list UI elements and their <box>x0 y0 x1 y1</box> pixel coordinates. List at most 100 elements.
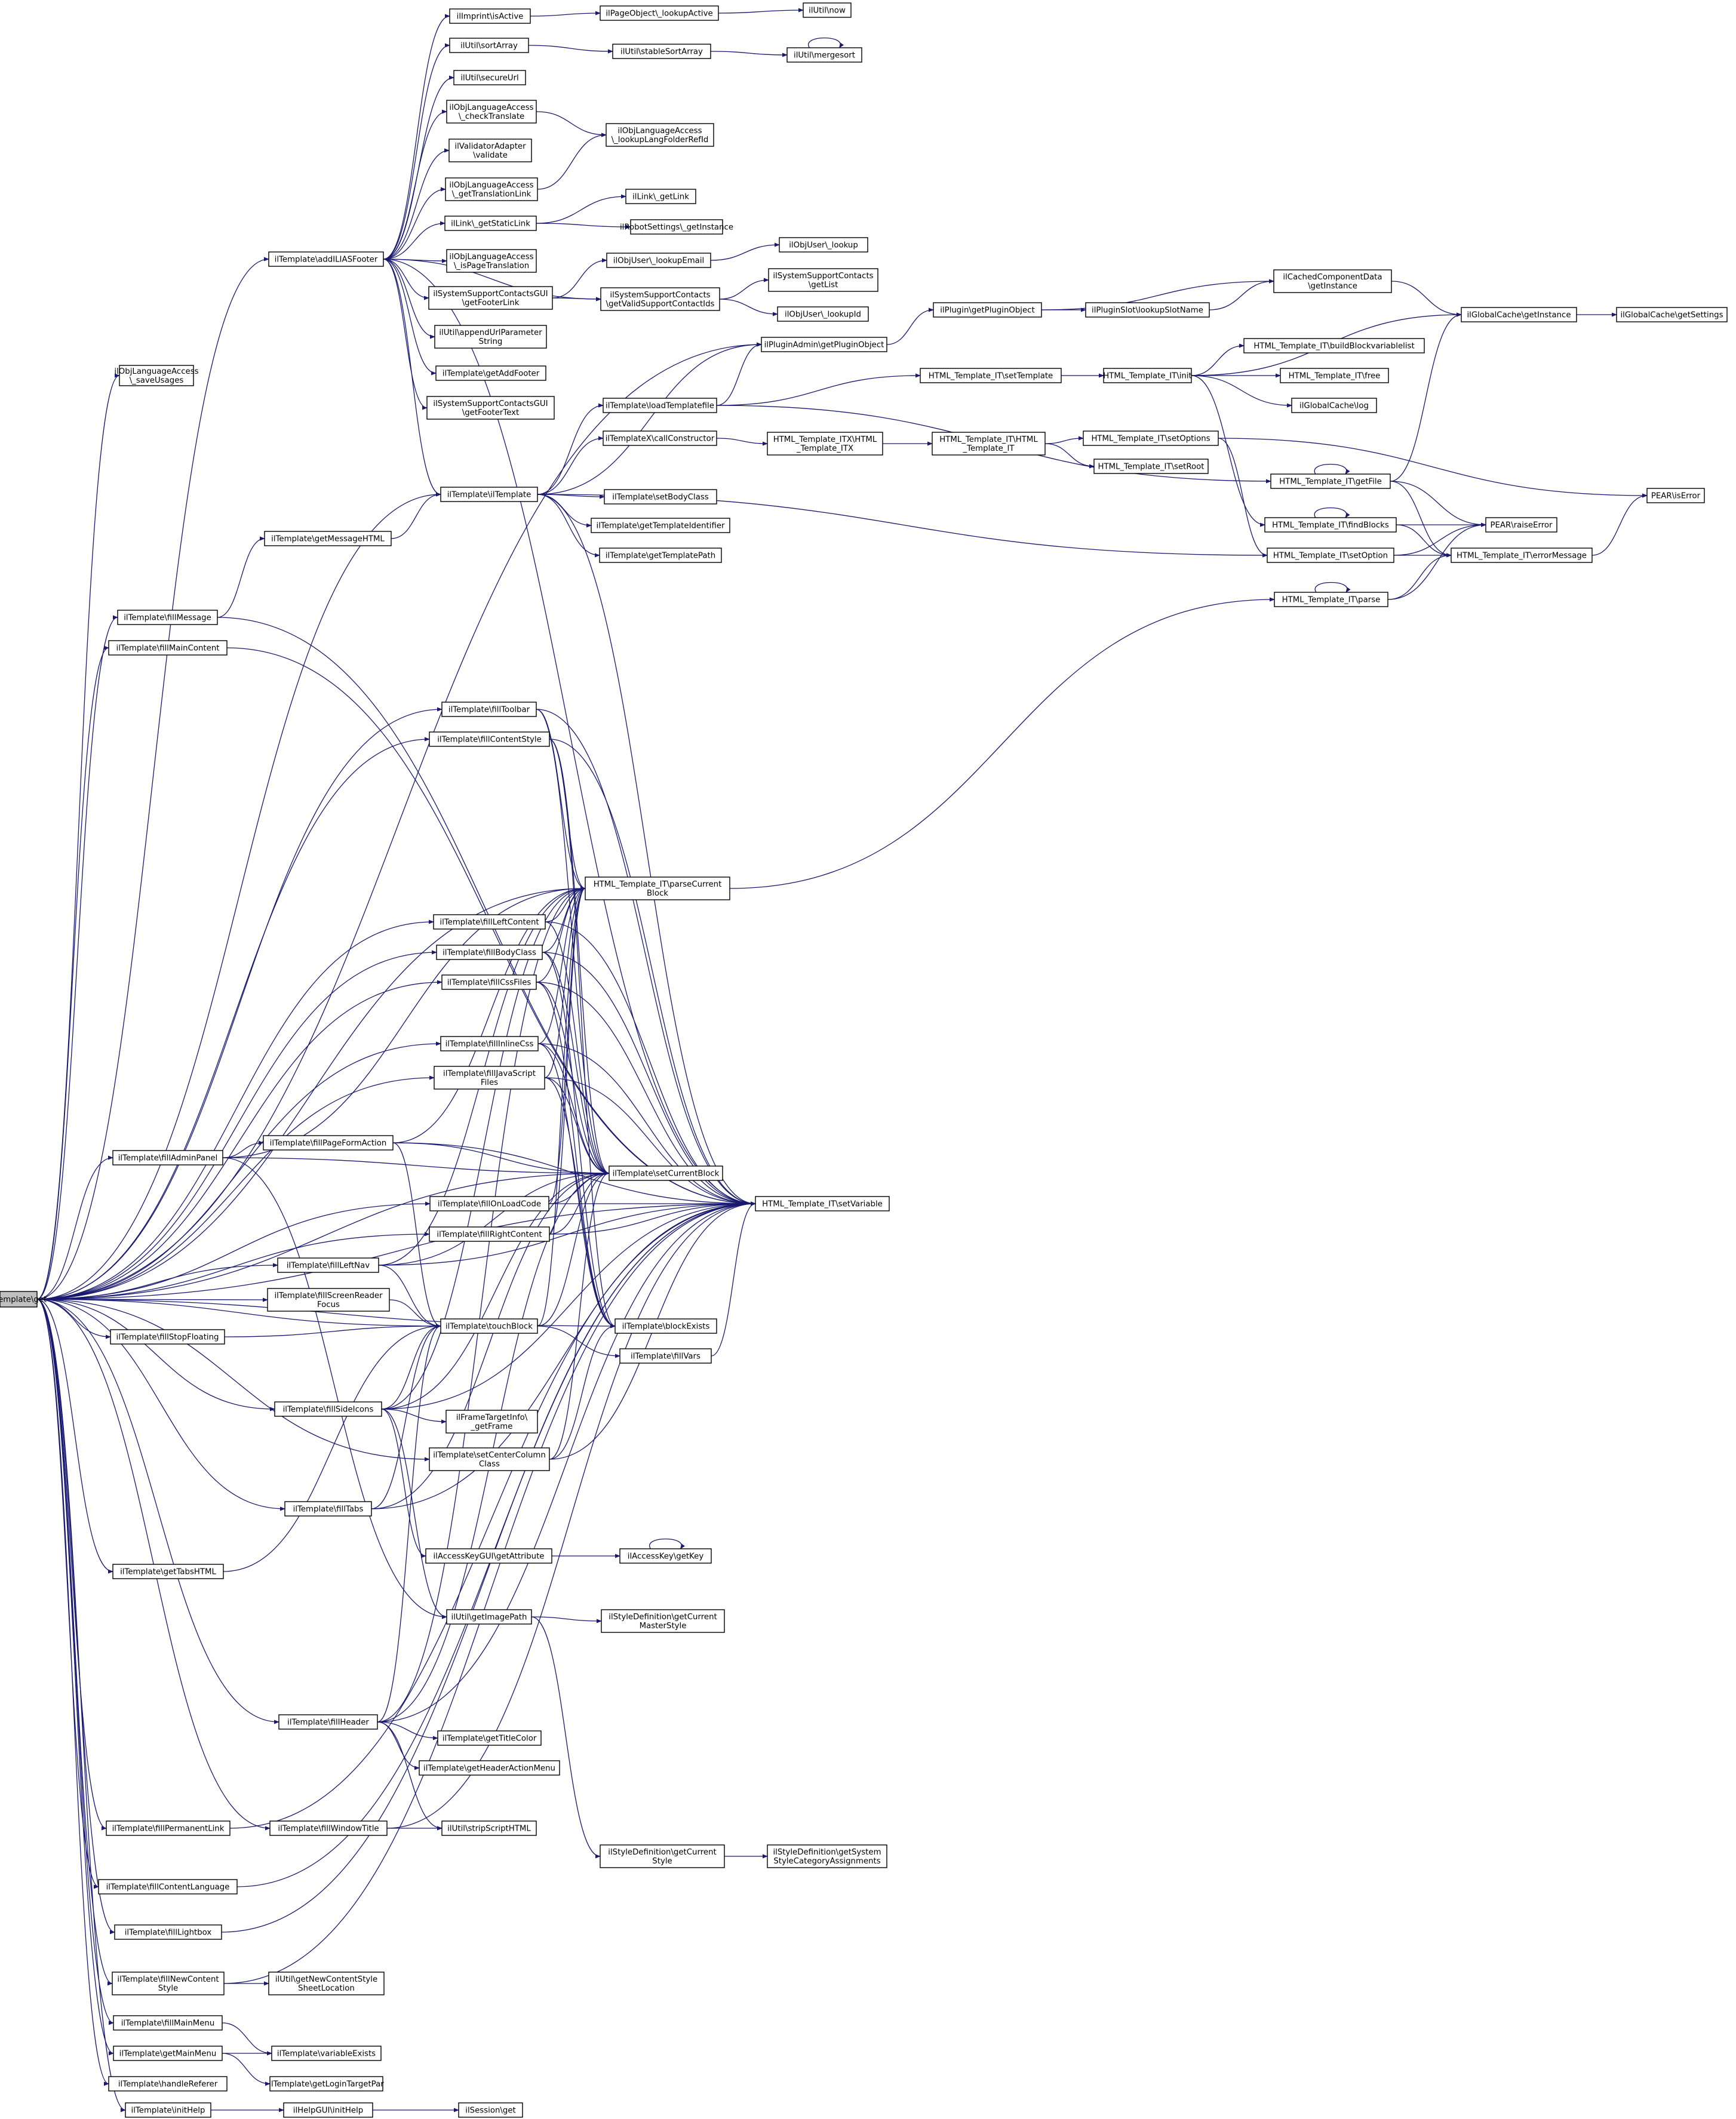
graph-node[interactable]: ilTemplate\fillStopFloating <box>110 1329 225 1345</box>
graph-node[interactable]: ilTemplate\initHelp <box>125 2102 211 2118</box>
graph-node[interactable]: ilValidatorAdapter\validate <box>448 139 532 162</box>
graph-node[interactable]: ilTemplate\blockExists <box>614 1318 717 1334</box>
graph-node[interactable]: HTML_Template_IT\free <box>1280 368 1389 383</box>
graph-node[interactable]: ilGlobalCache\getSettings <box>1616 307 1728 322</box>
graph-node[interactable]: ilPageObject\_lookupActive <box>600 5 719 21</box>
graph-node[interactable]: ilUtil\mergesort <box>786 47 862 63</box>
graph-node[interactable]: ilGlobalCache\getInstance <box>1461 307 1577 322</box>
graph-node[interactable]: ilUtil\sortArray <box>449 38 529 53</box>
graph-node[interactable]: ilTemplate\fillTabs <box>284 1501 372 1517</box>
graph-node[interactable]: HTML_Template_IT\init <box>1103 368 1192 383</box>
graph-node[interactable]: ilPluginSlot\lookupSlotName <box>1085 302 1210 318</box>
graph-node[interactable]: ilLink\_getLink <box>625 189 696 204</box>
graph-node[interactable]: ilTemplate\fillPageFormAction <box>263 1135 394 1151</box>
graph-node[interactable]: ilTemplate\getTemplatePath <box>599 548 722 563</box>
graph-node[interactable]: ilTemplate\getTemplateIdentifier <box>591 518 730 533</box>
graph-node[interactable]: ilLink\_getStaticLink <box>444 216 537 231</box>
graph-node[interactable]: HTML_Template_IT\getFile <box>1270 473 1391 489</box>
graph-node[interactable]: ilPlugin\getPluginObject <box>933 302 1042 318</box>
graph-node[interactable]: ilObjUser\_lookupId <box>777 306 869 322</box>
graph-node[interactable]: HTML_Template_IT\findBlocks <box>1264 517 1397 533</box>
graph-node[interactable]: ilHelpGUI\initHelp <box>283 2102 373 2118</box>
graph-node[interactable]: HTML_Template_IT\setTemplate <box>920 368 1062 383</box>
graph-node[interactable]: ilAccessKeyGUI\getAttribute <box>425 1548 552 1564</box>
graph-node[interactable]: ilObjLanguageAccess\_isPageTranslation <box>446 249 537 273</box>
graph-node[interactable]: ilObjLanguageAccess\_saveUsages <box>114 365 199 386</box>
graph-node[interactable]: HTML_Template_IT\buildBlockvariablelist <box>1243 338 1425 353</box>
graph-node[interactable]: ilTemplate\fillMessage <box>117 610 218 625</box>
graph-node[interactable]: HTML_Template_IT\setVariable <box>755 1196 890 1211</box>
graph-node[interactable]: ilUtil\stripScriptHTML <box>441 1820 537 1836</box>
graph-node[interactable]: HTML_Template_IT\setRoot <box>1093 459 1209 474</box>
graph-node[interactable]: ilImprint\isActive <box>449 8 531 24</box>
graph-node[interactable]: ilUtil\secureUrl <box>453 70 526 85</box>
graph-node[interactable]: PEAR\raiseError <box>1485 517 1557 533</box>
graph-node[interactable]: ilTemplate\getMainMenu <box>113 2046 223 2061</box>
graph-node[interactable]: ilTemplate\fillMainContent <box>108 640 228 656</box>
graph-node[interactable]: ilTemplate\fillOnLoadCode <box>429 1196 549 1211</box>
graph-node[interactable]: ilTemplate\fillRightContent <box>429 1226 550 1242</box>
graph-node[interactable]: ilTemplate\fillVars <box>619 1348 712 1364</box>
graph-node[interactable]: ilTemplate\getTitleColor <box>437 1730 542 1746</box>
graph-node[interactable]: ilTemplate\fillContentLanguage <box>98 1879 238 1895</box>
graph-node[interactable]: HTML_Template_IT\errorMessage <box>1451 548 1593 563</box>
graph-node[interactable]: ilTemplate\fillLightbox <box>114 1924 222 1940</box>
graph-node[interactable]: ilSystemSupportContactsGUI\getFooterLink <box>428 286 553 310</box>
graph-node[interactable]: ilTemplate\fillLeftContent <box>433 914 546 930</box>
graph-node[interactable]: ilTemplate\fillSideIcons <box>274 1401 382 1417</box>
graph-node[interactable]: ilPluginAdmin\getPluginObject <box>761 337 887 352</box>
graph-node[interactable]: ilAccessKey\getKey <box>619 1548 712 1564</box>
graph-node[interactable]: ilTemplate\setCurrentBlock <box>609 1165 723 1181</box>
graph-node[interactable]: ilTemplateX\callConstructor <box>603 430 717 446</box>
graph-node[interactable]: HTML_Template_IT\parse <box>1274 592 1388 607</box>
graph-node[interactable]: ilTemplate\get <box>0 1291 47 1308</box>
graph-node[interactable]: ilTemplate\fillContentStyle <box>429 731 550 747</box>
graph-node[interactable]: ilTemplate\fillLeftNav <box>277 1257 379 1273</box>
graph-node[interactable]: ilTemplate\getTabsHTML <box>112 1564 224 1579</box>
graph-node[interactable]: ilUtil\getImagePath <box>446 1609 532 1625</box>
graph-node[interactable]: ilTemplate\loadTemplatefile <box>603 398 717 413</box>
graph-node[interactable]: ilTemplate\ilTemplate <box>440 487 538 502</box>
graph-node[interactable]: ilTemplate\fillWindowTitle <box>269 1820 388 1836</box>
graph-node[interactable]: ilTemplate\touchBlock <box>440 1318 538 1334</box>
graph-node[interactable]: ilObjLanguageAccess\_getTranslationLink <box>445 177 538 201</box>
graph-node[interactable]: PEAR\isError <box>1646 488 1705 503</box>
graph-node[interactable]: ilTemplate\addILIASFooter <box>268 251 384 267</box>
graph-node[interactable]: ilTemplate\variableExists <box>271 2046 382 2061</box>
graph-node[interactable]: ilTemplate\fillInlineCss <box>440 1036 539 1051</box>
graph-node[interactable]: ilSession\get <box>458 2102 523 2118</box>
graph-node[interactable]: ilSystemSupportContacts\getValidSupportC… <box>600 287 720 311</box>
graph-node[interactable]: ilTemplate\fillToolbar <box>441 702 537 717</box>
graph-node[interactable]: HTML_Template_ITX\HTML_Template_ITX <box>767 432 883 456</box>
graph-node[interactable]: ilTemplate\getHeaderActionMenu <box>419 1760 560 1776</box>
graph-node[interactable]: ilRobotSettings\_getInstance <box>620 219 733 235</box>
graph-node[interactable]: ilTemplate\getMessageHTML <box>264 531 392 546</box>
graph-node[interactable]: ilGlobalCache\log <box>1291 398 1377 413</box>
graph-node[interactable]: ilCachedComponentData\getInstance <box>1273 269 1392 293</box>
graph-node[interactable]: ilTemplate\fillCssFiles <box>441 974 537 990</box>
graph-node[interactable]: ilTemplate\setBodyClass <box>604 489 717 505</box>
graph-node[interactable]: ilFrameTargetInfo\_getFrame <box>445 1410 538 1434</box>
graph-node[interactable]: ilTemplate\fillMainMenu <box>113 2015 223 2031</box>
graph-node[interactable]: ilObjUser\_lookupEmail <box>606 253 711 268</box>
graph-node[interactable]: HTML_Template_IT\HTML_Template_IT <box>932 432 1046 456</box>
graph-node[interactable]: HTML_Template_IT\setOptions <box>1083 430 1219 446</box>
graph-node[interactable]: ilUtil\stableSortArray <box>612 44 711 59</box>
graph-node[interactable]: ilObjUser\_lookup <box>779 237 868 253</box>
graph-node[interactable]: ilStyleDefinition\getSystemStyleCategory… <box>767 1844 887 1868</box>
graph-node[interactable]: ilObjLanguageAccess\_checkTranslate <box>446 100 537 124</box>
graph-node[interactable]: ilTemplate\fillHeader <box>278 1714 378 1730</box>
graph-node[interactable]: ilSystemSupportContacts\getList <box>768 268 878 292</box>
graph-node[interactable]: HTML_Template_IT\setOption <box>1267 548 1394 563</box>
graph-node[interactable]: ilTemplate\getAddFooter <box>435 365 546 381</box>
graph-node[interactable]: ilObjLanguageAccess\_lookupLangFolderRef… <box>606 123 714 147</box>
